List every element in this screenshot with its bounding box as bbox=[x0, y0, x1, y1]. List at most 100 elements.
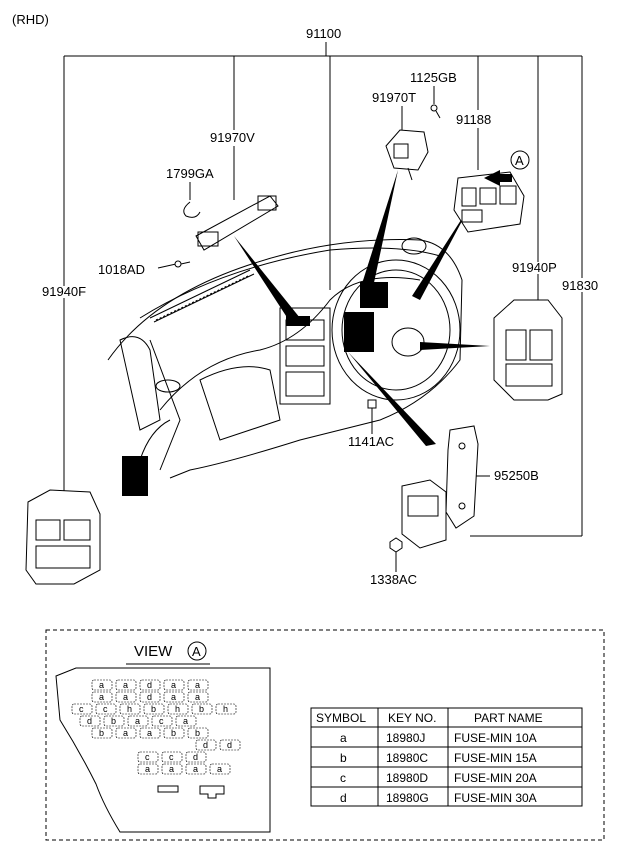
module-95250b bbox=[445, 425, 479, 529]
fuse-symbol: a bbox=[99, 692, 104, 702]
fuse-slot bbox=[185, 751, 207, 763]
label-91830: 91830 bbox=[562, 278, 598, 293]
table-cell-keyno: 18980C bbox=[386, 751, 428, 765]
table-cell-partname: FUSE-MIN 30A bbox=[454, 791, 537, 805]
fuse-symbol: b bbox=[171, 728, 176, 738]
fuse-slot bbox=[151, 715, 173, 727]
fuse-symbol: a bbox=[193, 764, 198, 774]
fuse-slot bbox=[209, 763, 231, 775]
fuse-symbol: a bbox=[171, 680, 176, 690]
fuse-slot bbox=[95, 703, 117, 715]
view-a-marker: A bbox=[484, 150, 530, 186]
table-cell-symbol: c bbox=[340, 771, 346, 785]
fuse-symbol: d bbox=[203, 740, 208, 750]
unit-91830 bbox=[401, 479, 447, 549]
fuse-symbol: b bbox=[199, 704, 204, 714]
fuse-slot bbox=[187, 727, 209, 739]
fuse-symbol: a bbox=[147, 728, 152, 738]
view-title: VIEW bbox=[134, 643, 173, 660]
fuse-slot bbox=[163, 679, 185, 691]
fuse-symbol: a bbox=[135, 716, 140, 726]
fuse-symbol: d bbox=[147, 680, 152, 690]
label-91970t: 91970T bbox=[372, 90, 416, 105]
fuse-slot bbox=[163, 691, 185, 703]
fuse-slot bbox=[91, 691, 113, 703]
fuse-slot bbox=[185, 763, 207, 775]
fuse-slot bbox=[161, 751, 183, 763]
fuse-symbol: a bbox=[123, 728, 128, 738]
fuse-symbol: b bbox=[99, 728, 104, 738]
view-title-marker: A bbox=[192, 644, 201, 659]
bracket-91970t bbox=[385, 129, 429, 181]
fuse-symbol: c bbox=[79, 704, 84, 714]
fuse-symbol: d bbox=[193, 752, 198, 762]
fuse-symbol: a bbox=[123, 692, 128, 702]
fuse-symbol: c bbox=[103, 704, 108, 714]
fuse-slot bbox=[137, 751, 159, 763]
fuse-symbol: h bbox=[127, 704, 132, 714]
label-91940p: 91940P bbox=[512, 260, 557, 275]
fuse-slot bbox=[137, 763, 159, 775]
table-cell-keyno: 18980G bbox=[386, 791, 429, 805]
fuse-slot bbox=[195, 739, 217, 751]
fuse-box-91940f bbox=[25, 489, 101, 585]
label-91970v: 91970V bbox=[210, 130, 255, 145]
nut-1338ac bbox=[389, 537, 403, 553]
fuse-slot bbox=[115, 691, 137, 703]
fuse-symbol: c bbox=[145, 752, 150, 762]
fuse-symbol: a bbox=[145, 764, 150, 774]
fuse-symbol: d bbox=[147, 692, 152, 702]
table-cell-keyno: 18980J bbox=[386, 731, 425, 745]
fuse-slot bbox=[139, 679, 161, 691]
fuse-symbol: a bbox=[99, 680, 104, 690]
fuse-slot bbox=[191, 703, 213, 715]
fuse-symbol: a bbox=[169, 764, 174, 774]
fuse-symbol: a bbox=[183, 716, 188, 726]
fuse-slot bbox=[175, 715, 197, 727]
fuse-symbol: a bbox=[171, 692, 176, 702]
fuse-slot bbox=[143, 703, 165, 715]
rhd-label: (RHD) bbox=[12, 12, 49, 27]
label-1125gb: 1125GB bbox=[410, 70, 457, 85]
label-1141ac: 1141AC bbox=[348, 434, 394, 449]
fuse-symbol: d bbox=[227, 740, 232, 750]
table-cell-partname: FUSE-MIN 10A bbox=[454, 731, 537, 745]
fuse-symbol: a bbox=[217, 764, 222, 774]
fuse-slot bbox=[139, 727, 161, 739]
callout-labels: 91100 91970V 1799GA 1018AD 91940F 1125GB… bbox=[42, 26, 598, 587]
screw-1125gb bbox=[430, 104, 441, 119]
fuse-slot bbox=[115, 679, 137, 691]
label-1799ga: 1799GA bbox=[166, 166, 214, 181]
table-header-partname: PART NAME bbox=[474, 711, 543, 725]
fuse-slot bbox=[79, 715, 101, 727]
dashboard-illustration bbox=[107, 170, 490, 496]
fuse-slot bbox=[187, 691, 209, 703]
fuse-slot bbox=[91, 679, 113, 691]
label-1018ad: 1018AD bbox=[98, 262, 145, 277]
table-cell-symbol: b bbox=[340, 751, 347, 765]
fuse-symbol: a bbox=[195, 680, 200, 690]
fuse-box-91940p bbox=[493, 299, 563, 401]
table-cell-symbol: d bbox=[340, 791, 347, 805]
table-cell-partname: FUSE-MIN 20A bbox=[454, 771, 537, 785]
fuse-slot bbox=[167, 703, 189, 715]
fuse-symbol: h bbox=[175, 704, 180, 714]
fuse-slot bbox=[115, 727, 137, 739]
fuse-panel-outline bbox=[55, 667, 271, 833]
table-header-symbol: SYMBOL bbox=[316, 711, 366, 725]
fuse-symbol: b bbox=[195, 728, 200, 738]
bolt-1141ac bbox=[367, 399, 377, 412]
fuse-symbol: b bbox=[111, 716, 116, 726]
fuse-slot bbox=[103, 715, 125, 727]
fuse-symbol: d bbox=[87, 716, 92, 726]
fuse-symbol: c bbox=[169, 752, 174, 762]
clip-1799ga bbox=[183, 201, 201, 218]
fuse-slot bbox=[127, 715, 149, 727]
fuse-slot bbox=[91, 727, 113, 739]
label-95250b: 95250B bbox=[494, 468, 539, 483]
label-1338ac: 1338AC bbox=[370, 572, 417, 587]
fuse-slot bbox=[161, 763, 183, 775]
